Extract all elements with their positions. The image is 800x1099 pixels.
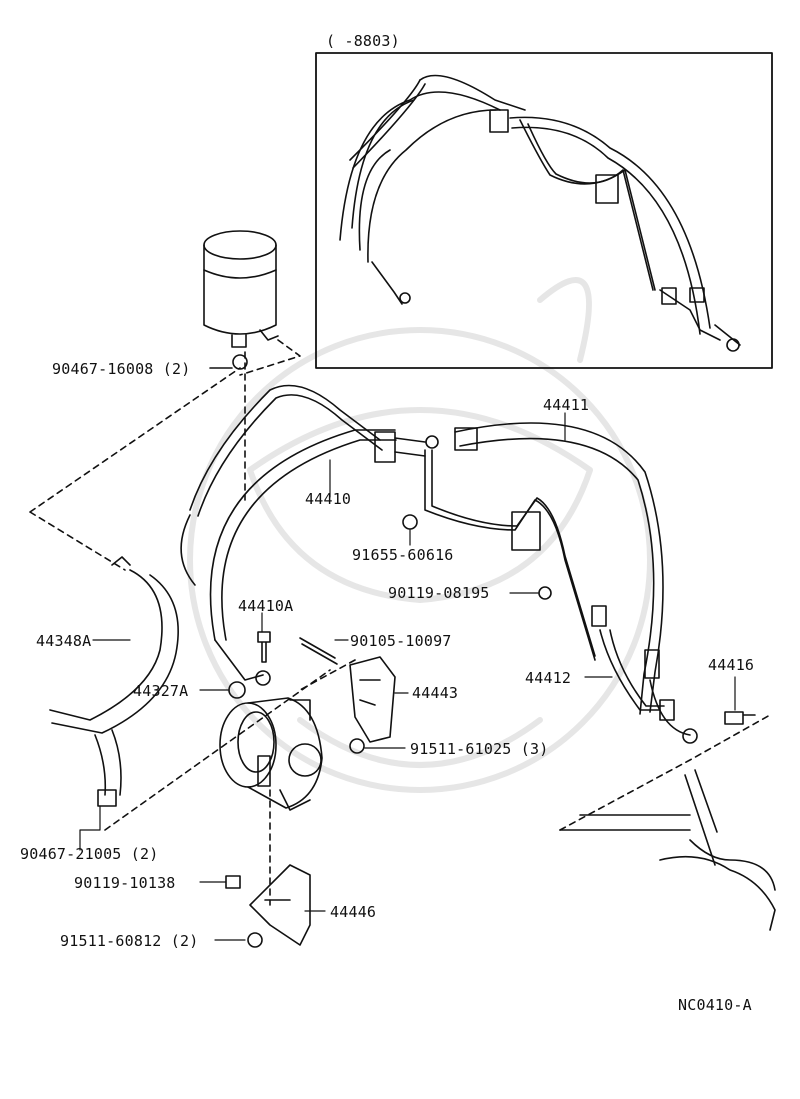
label-44410A[interactable]: 44410A bbox=[238, 597, 294, 615]
label-91511-60812[interactable]: 91511-60812 (2) bbox=[60, 932, 199, 950]
label-44327A[interactable]: 44327A bbox=[133, 682, 189, 700]
label-44412[interactable]: 44412 bbox=[525, 669, 572, 687]
pump-icon bbox=[219, 697, 323, 811]
nut-60812-icon bbox=[247, 932, 263, 948]
label-91511-61025[interactable]: 91511-61025 (3) bbox=[410, 740, 549, 758]
label-44410[interactable]: 44410 bbox=[305, 490, 352, 508]
plug-44327A-icon bbox=[228, 681, 246, 699]
leader-lines bbox=[79, 412, 736, 941]
bolt-90105-icon bbox=[299, 637, 338, 665]
inset-frame bbox=[315, 52, 773, 369]
label-44416[interactable]: 44416 bbox=[708, 656, 755, 674]
dashed-guide bbox=[29, 339, 331, 831]
reservoir-icon bbox=[203, 230, 279, 348]
watermark-emblem-icon bbox=[187, 277, 653, 793]
nut-08195-icon bbox=[538, 586, 552, 600]
return-hose-icon bbox=[49, 556, 179, 807]
label-44348A[interactable]: 44348A bbox=[36, 632, 92, 650]
label-90105-10097[interactable]: 90105-10097 bbox=[350, 632, 452, 650]
bolt-44410A-icon bbox=[257, 631, 271, 663]
label-90467-16008[interactable]: 90467-16008 (2) bbox=[52, 360, 191, 378]
nut-61025-icon bbox=[349, 738, 365, 754]
inset-caption: ( -8803) bbox=[326, 32, 400, 50]
label-44443[interactable]: 44443 bbox=[412, 684, 459, 702]
bracket-44446-icon bbox=[249, 864, 311, 946]
figure-code: NC0410-A bbox=[678, 996, 752, 1014]
bolt-10138-icon bbox=[225, 875, 241, 889]
steering-gear-icon bbox=[559, 769, 776, 931]
label-91655-60616[interactable]: 91655-60616 bbox=[352, 546, 454, 564]
label-44411[interactable]: 44411 bbox=[543, 396, 590, 414]
hose-assembly-icon bbox=[180, 384, 698, 744]
dashed-guide-pump bbox=[269, 659, 771, 906]
label-90119-08195[interactable]: 90119-08195 bbox=[388, 584, 490, 602]
inset-hose-assembly-icon bbox=[339, 74, 741, 352]
clamp-16008-icon bbox=[232, 354, 248, 370]
label-90467-21005[interactable]: 90467-21005 (2) bbox=[20, 845, 159, 863]
label-44446[interactable]: 44446 bbox=[330, 903, 377, 921]
union-44416-icon bbox=[724, 711, 756, 725]
bracket-44443-icon bbox=[349, 656, 396, 743]
label-90119-10138[interactable]: 90119-10138 bbox=[74, 874, 176, 892]
nut-60616-icon bbox=[402, 514, 418, 530]
